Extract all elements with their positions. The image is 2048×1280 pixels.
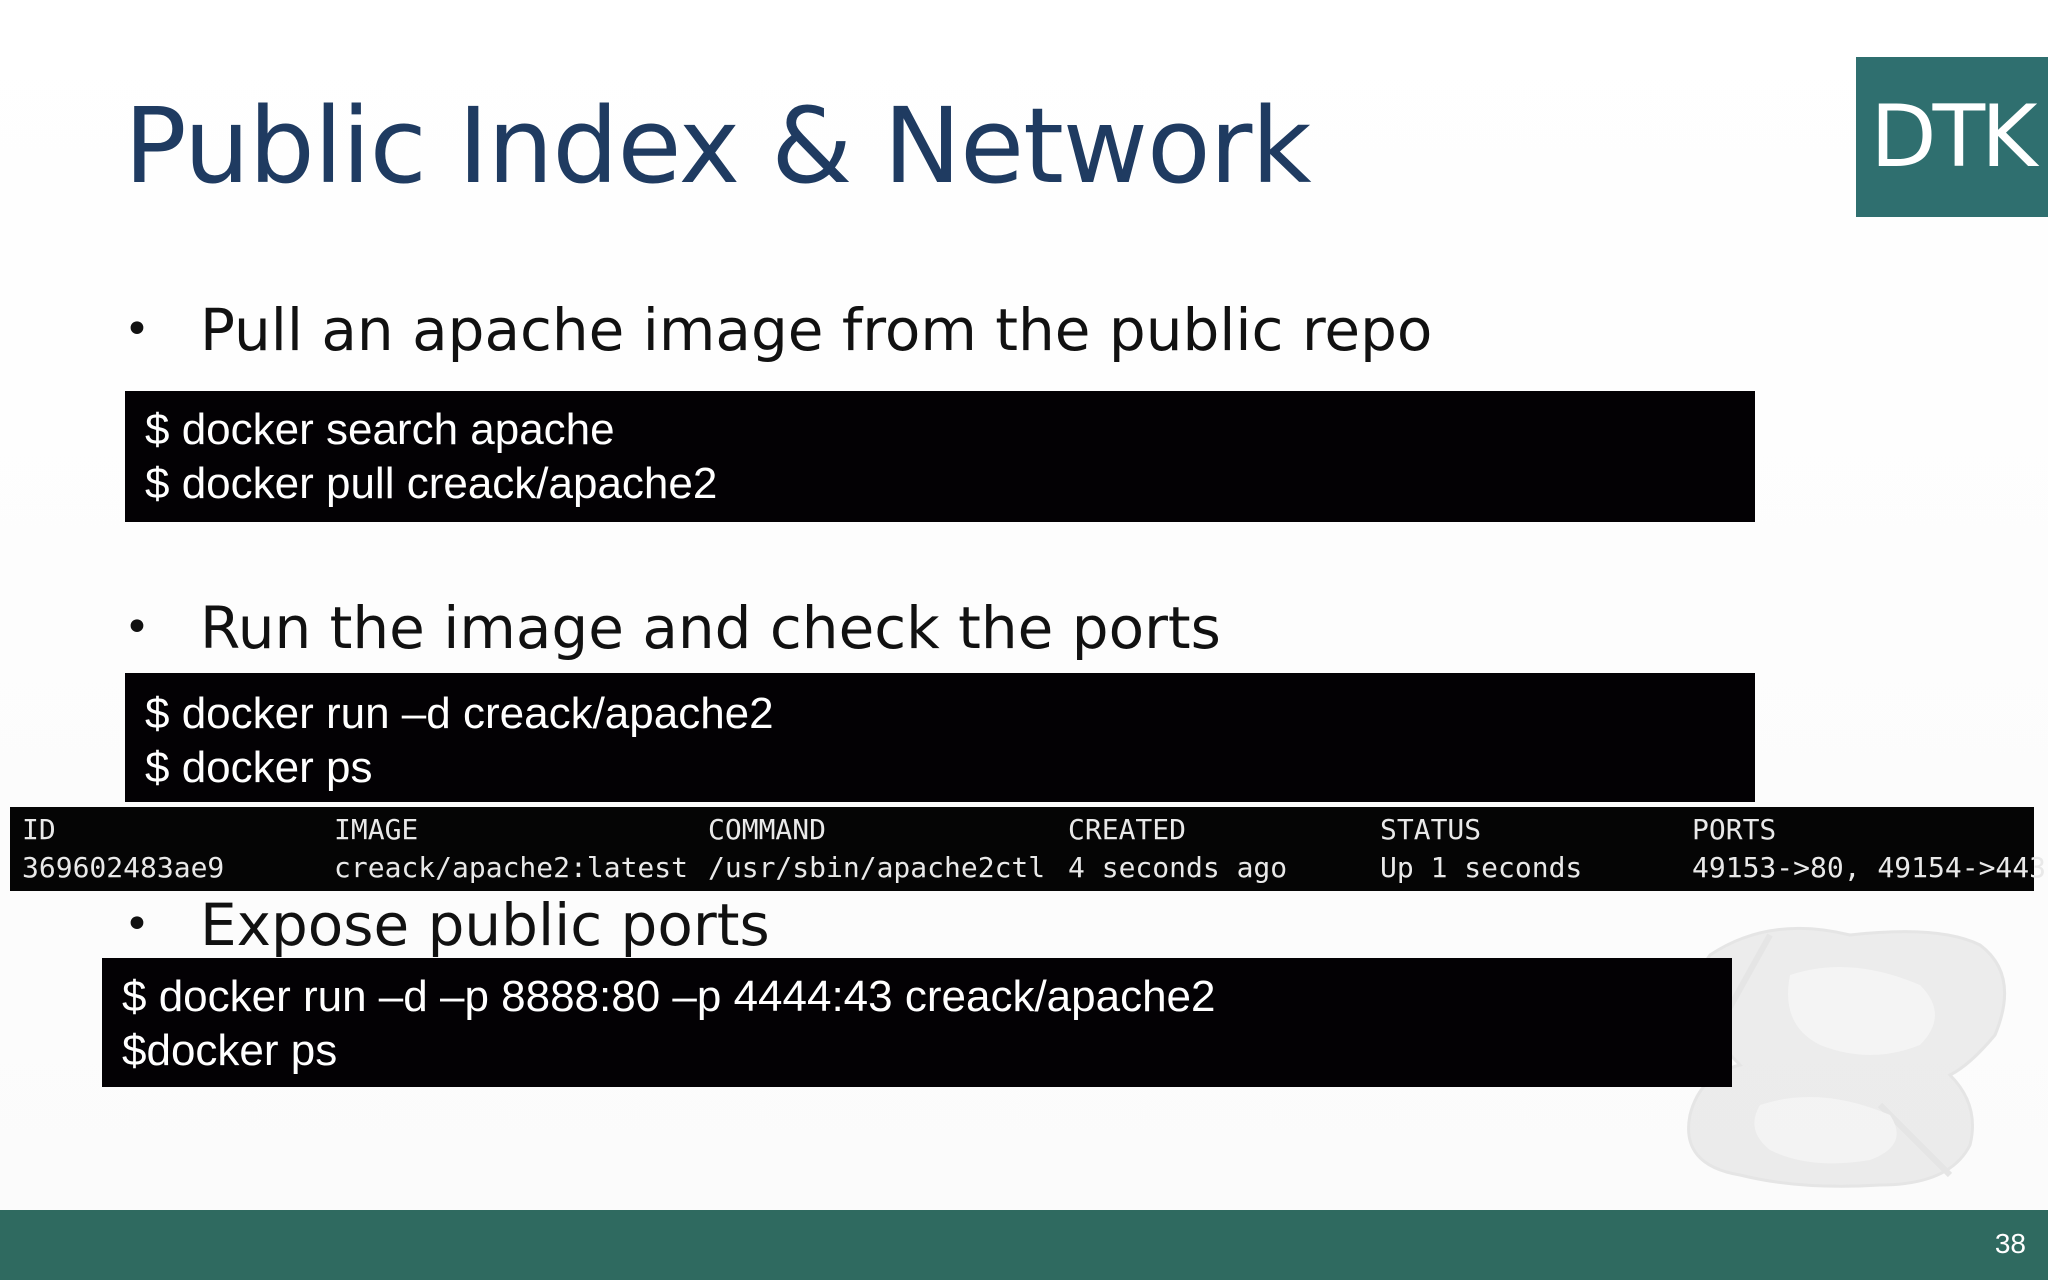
footer-bar: 38 xyxy=(0,1210,2048,1280)
ps-header-status: STATUS xyxy=(1380,813,1482,846)
ps-header-id: ID xyxy=(22,813,56,846)
ps-header-ports: PORTS xyxy=(1692,813,1777,846)
bullet-expose-ports: • Expose public ports xyxy=(124,885,1824,965)
ps-cell-status: Up 1 seconds xyxy=(1380,851,1583,884)
bullet-run-image: • Run the image and check the ports xyxy=(124,588,1824,668)
code-block-expose: $ docker run –d –p 8888:80 –p 4444:43 cr… xyxy=(102,958,1732,1087)
ps-header-created: CREATED xyxy=(1068,813,1187,846)
code-line: $ docker run –d creack/apache2 xyxy=(145,689,774,738)
code-line: $docker ps xyxy=(122,1026,338,1075)
code-line: $ docker run –d –p 8888:80 –p 4444:43 cr… xyxy=(122,972,1216,1021)
code-line: $ docker pull creack/apache2 xyxy=(145,459,718,508)
ps-data-row: 369602483ae9 creack/apache2:latest /usr/… xyxy=(10,849,2046,887)
ps-cell-created: 4 seconds ago xyxy=(1068,851,1288,884)
slide-title: Public Index & Network xyxy=(124,85,1312,207)
bullet-marker: • xyxy=(124,304,150,355)
bullet-marker: • xyxy=(124,899,150,950)
slide-number: 38 xyxy=(1994,1228,2026,1259)
ps-cell-ports: 49153->80, 49154->443 xyxy=(1692,851,2047,884)
dtk-logo: DTK xyxy=(1856,57,2048,217)
bullet-marker: • xyxy=(124,602,150,653)
code-block-pull: $ docker search apache $ docker pull cre… xyxy=(125,391,1755,522)
ps-cell-id: 369602483ae9 xyxy=(22,851,225,884)
code-block-run: $ docker run –d creack/apache2 $ docker … xyxy=(125,673,1755,802)
docker-ps-output: ID IMAGE COMMAND CREATED STATUS PORTS 36… xyxy=(10,807,2046,891)
bullet-pull-image: • Pull an apache image from the public re… xyxy=(124,290,1824,370)
code-line: $ docker ps xyxy=(145,743,373,792)
ps-header-command: COMMAND xyxy=(708,813,827,846)
robot-hand-watermark-icon xyxy=(1687,926,2007,1188)
ps-header-image: IMAGE xyxy=(334,813,419,846)
ps-cell-image: creack/apache2:latest xyxy=(334,851,689,884)
ps-header-row: ID IMAGE COMMAND CREATED STATUS PORTS xyxy=(10,811,2034,849)
bullet-text: Expose public ports xyxy=(200,891,770,959)
ps-cell-command: /usr/sbin/apache2ctl xyxy=(708,851,1046,884)
code-line: $ docker search apache xyxy=(145,405,615,454)
bullet-text: Run the image and check the ports xyxy=(200,594,1221,662)
bullet-text: Pull an apache image from the public rep… xyxy=(200,296,1433,364)
